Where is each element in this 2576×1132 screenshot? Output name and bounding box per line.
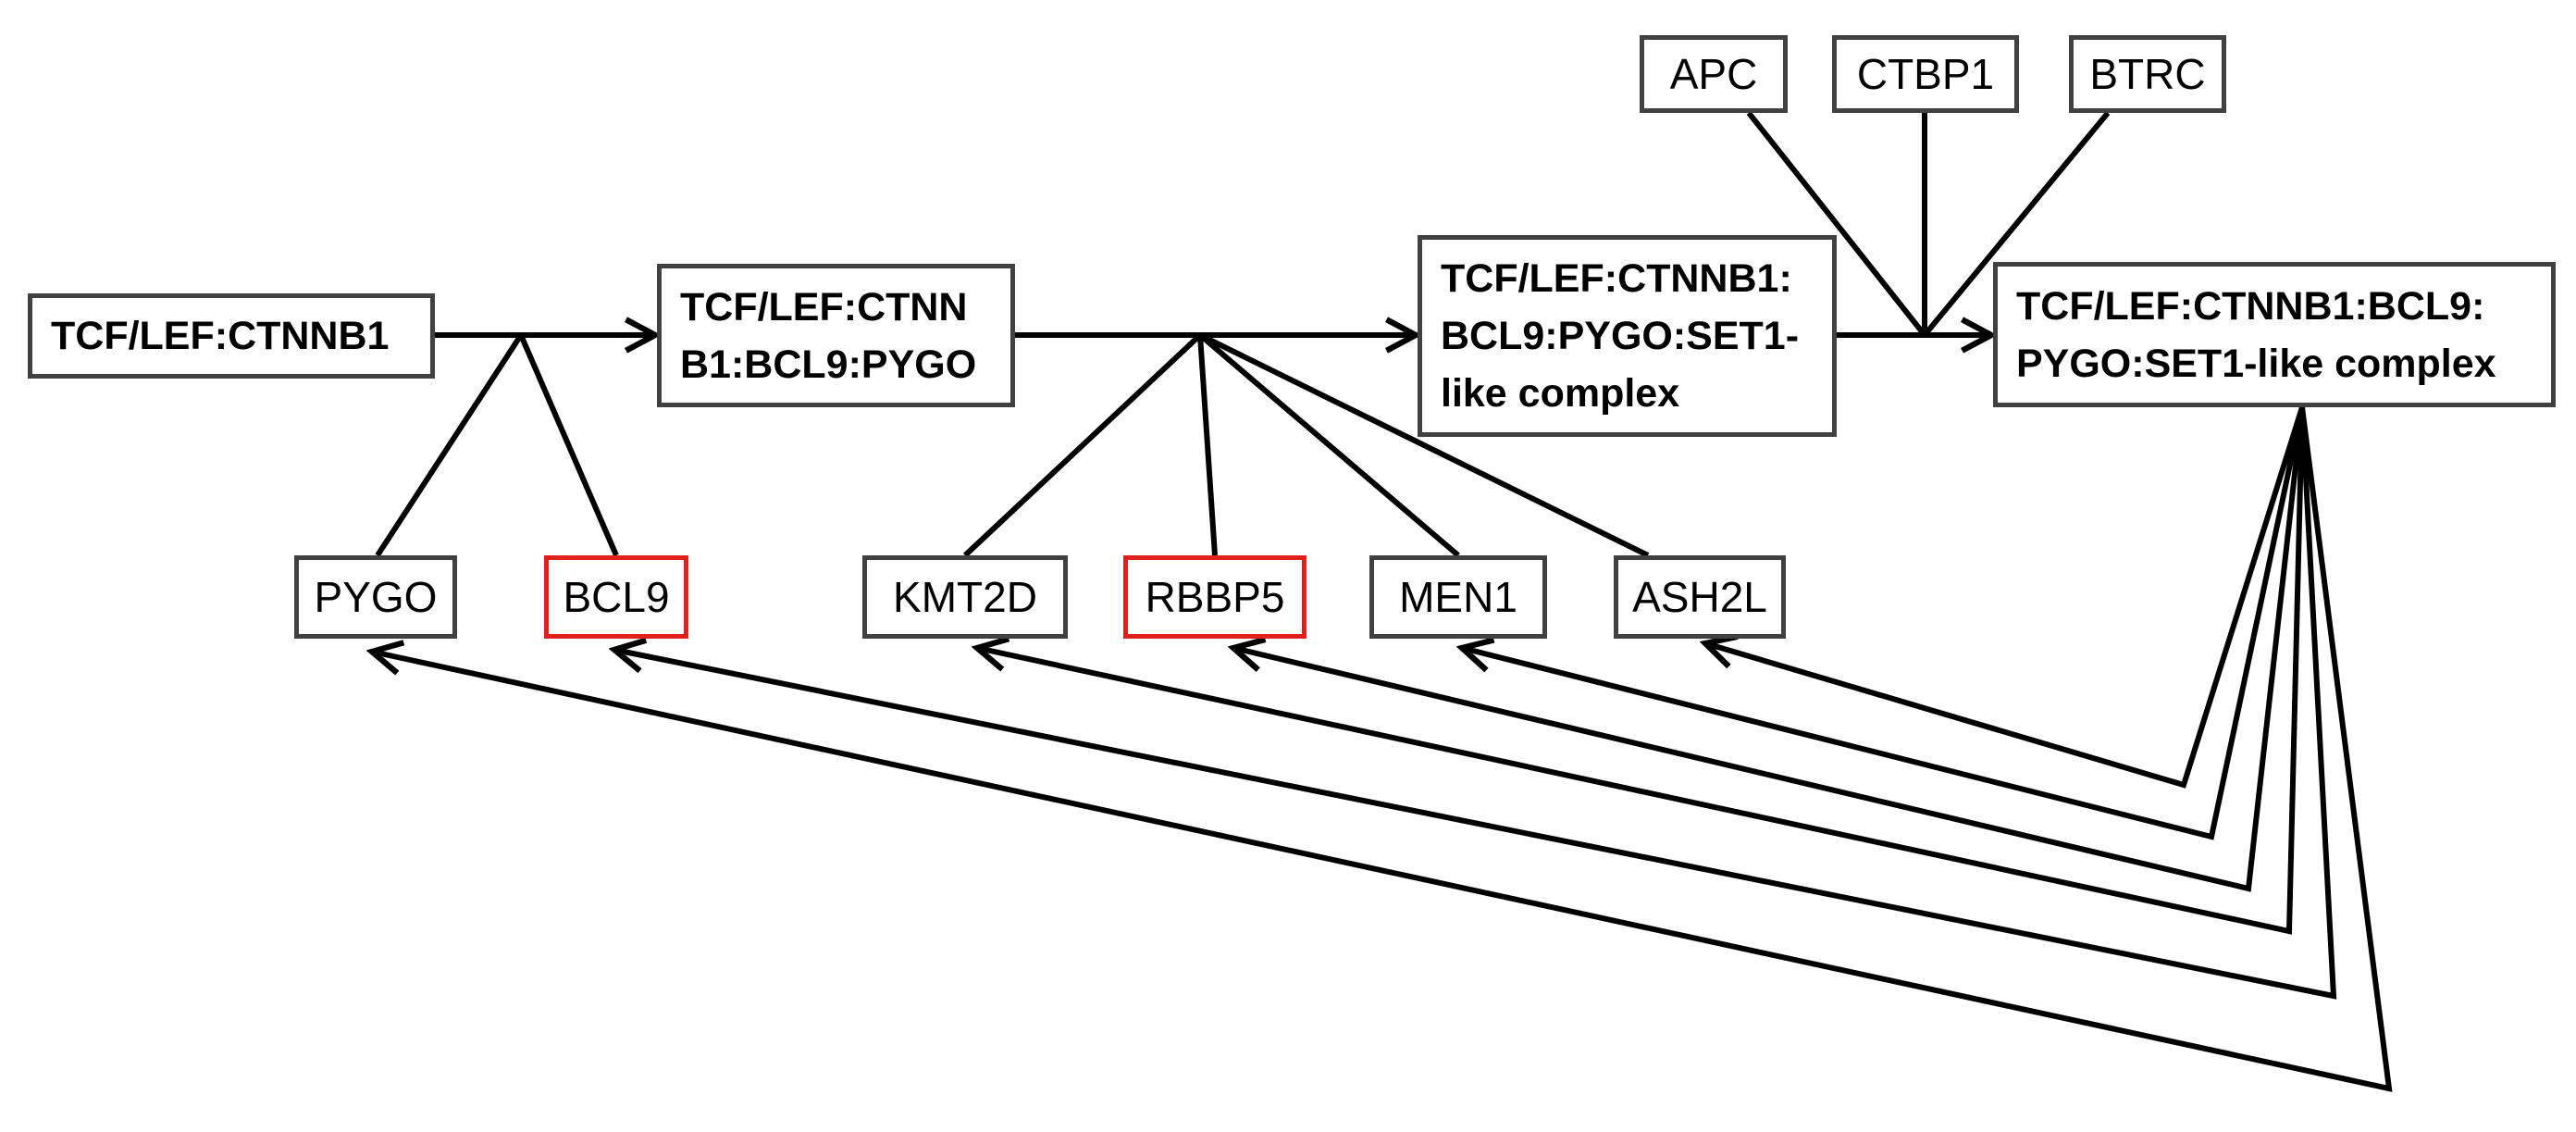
edge-c4-to-pygo [372,406,2393,1092]
edge-bcl9-input [518,333,619,557]
gene-node-btrc: BTRC [2069,35,2226,113]
gene-node-men1: MEN1 [1369,555,1547,639]
gene-node-ctbp1: CTBP1 [1832,35,2019,113]
gene-node-bcl9: BCL9 [544,555,688,639]
edge-kmt2d-input [962,332,1203,558]
edge-apc-input [1746,111,1927,337]
reaction-2 [962,332,1650,558]
edge-c4-to-men1 [1462,406,2305,840]
complex-node-set1-like-intermediate: TCF/LEF:CTNNB1: BCL9:PYGO:SET1- like com… [1418,235,1837,437]
edge-men1-input [1198,332,1460,558]
gene-node-ash2l: ASH2L [1614,555,1786,639]
complex-node-set1-like-complex: TCF/LEF:CTNNB1:BCL9: PYGO:SET1-like comp… [1993,262,2556,407]
edge-c4-to-ash2l [1705,406,2305,789]
complex-node-tcf-lef-ctnnb1-bcl9-pygo: TCF/LEF:CTNN B1:BCL9:PYGO [657,264,1015,407]
edge-pygo-input [375,333,524,557]
edge-ash2l-input [1198,332,1650,558]
gene-node-pygo: PYGO [294,555,457,639]
complex-node-tcf-lef-ctnnb1: TCF/LEF:CTNNB1 [28,293,435,379]
edge-c4-to-kmt2d [977,406,2305,935]
edge-c4-to-bcl9 [614,406,2337,1000]
edge-rbbp5-input [1197,334,1218,556]
reaction-3 [1746,111,2111,337]
reaction-1 [375,333,655,557]
gene-node-rbbp5: RBBP5 [1123,555,1307,639]
gene-node-kmt2d: KMT2D [862,555,1068,639]
gene-node-apc: APC [1640,35,1788,113]
edge-c4-to-rbbp5 [1233,406,2305,892]
dissociation-edges [372,406,2393,1092]
edge-btrc-input [1922,111,2111,337]
